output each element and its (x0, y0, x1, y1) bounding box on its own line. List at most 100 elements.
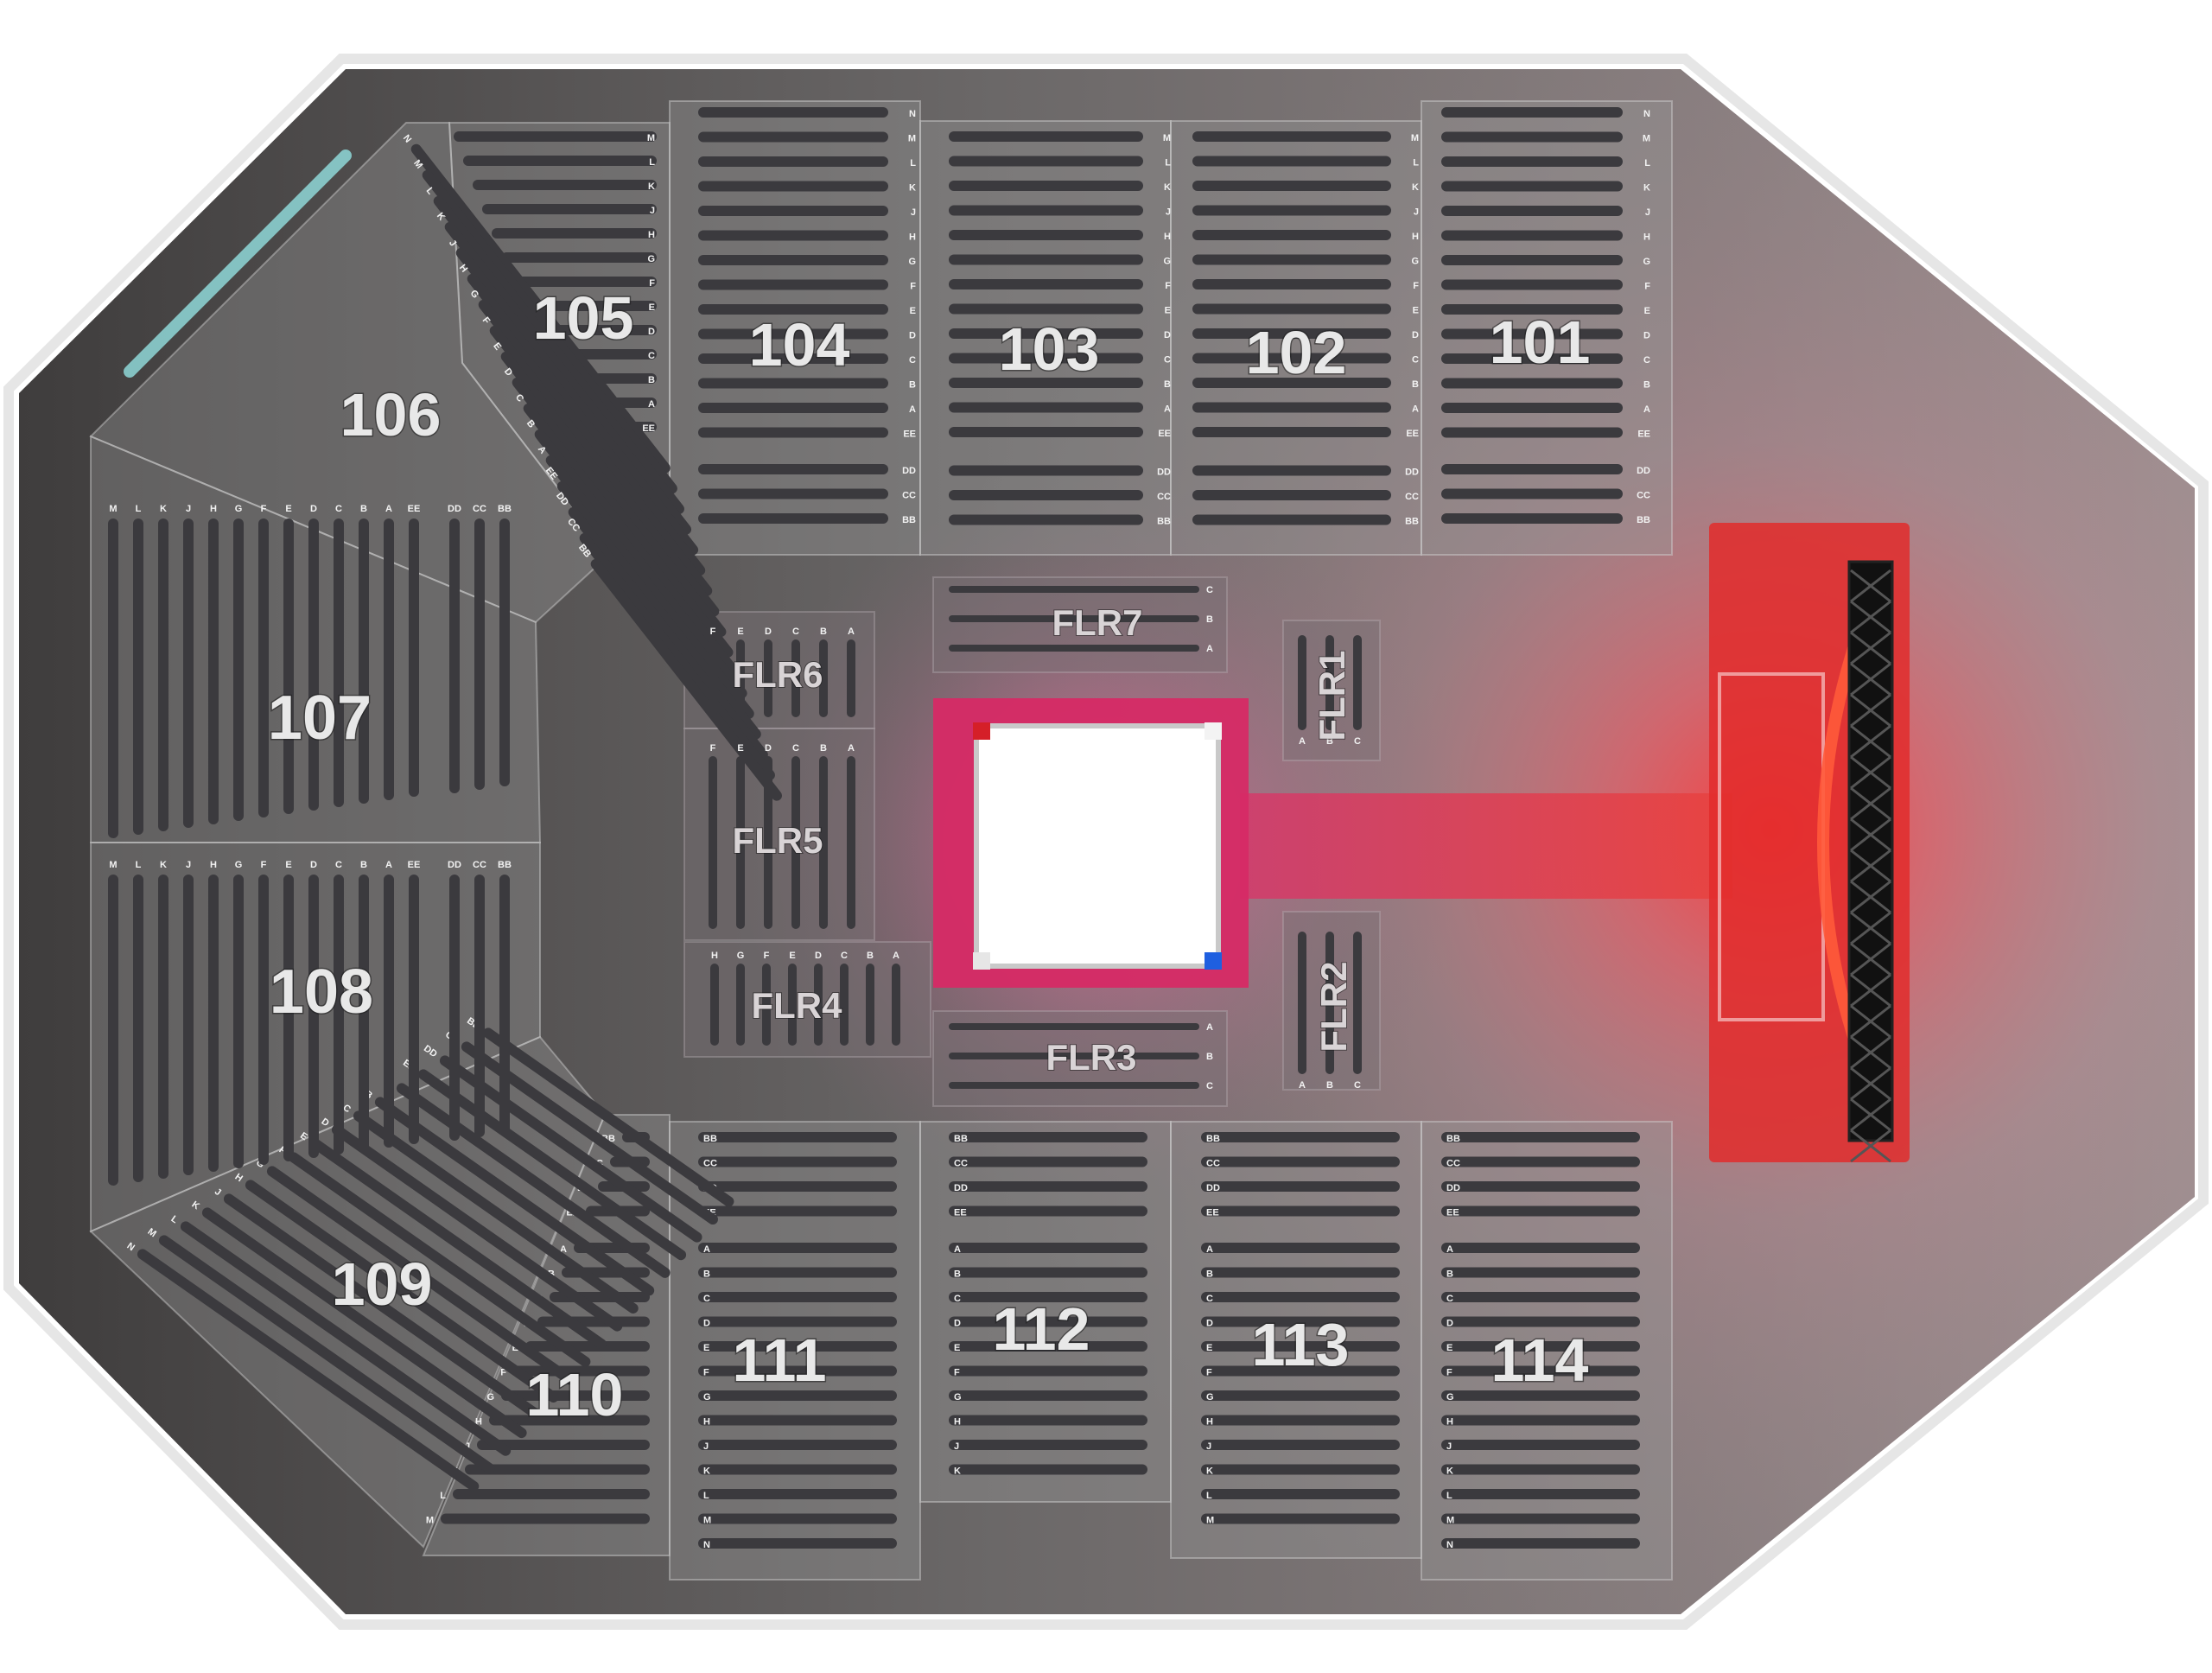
row-flr4-B[interactable] (866, 964, 874, 1046)
row-flr4-G[interactable] (736, 964, 745, 1046)
row-s103-E[interactable] (949, 303, 1143, 315)
row-s107-EE[interactable] (409, 518, 419, 797)
row-s102-G[interactable] (1192, 254, 1391, 265)
row-s101-EE[interactable] (1441, 427, 1623, 438)
row-s106-DD[interactable] (566, 505, 770, 761)
row-s111-CC[interactable] (698, 1156, 897, 1167)
row-s108-E[interactable] (283, 875, 294, 1161)
row-s104-G[interactable] (698, 255, 888, 265)
row-s111-EE[interactable] (698, 1205, 897, 1217)
row-s111-DD[interactable] (698, 1181, 897, 1192)
row-s103-B[interactable] (949, 378, 1143, 388)
row-s107-DD[interactable] (449, 518, 460, 793)
row-s104-C[interactable] (698, 353, 888, 364)
row-s113-J[interactable] (1201, 1440, 1400, 1450)
row-flr2-C[interactable] (1353, 932, 1362, 1074)
row-flr4-F[interactable] (762, 964, 771, 1046)
row-s101-N[interactable] (1441, 107, 1623, 118)
row-s108-L[interactable] (133, 875, 143, 1182)
row-s112-EE[interactable] (949, 1205, 1147, 1217)
row-s109-G[interactable] (265, 1164, 577, 1387)
row-s114-N[interactable] (1441, 1538, 1640, 1549)
row-s112-DD[interactable] (949, 1181, 1147, 1192)
row-s101-F[interactable] (1441, 279, 1623, 290)
row-s106-C[interactable] (521, 401, 742, 680)
row-s105-L[interactable] (463, 156, 657, 166)
row-s111-G[interactable] (698, 1390, 897, 1401)
flr3-label[interactable]: FLR3 (1046, 1036, 1138, 1078)
row-s113-G[interactable] (1201, 1390, 1400, 1401)
row-s103-DD[interactable] (949, 465, 1143, 476)
row-s105-G[interactable] (501, 252, 657, 263)
row-s112-A[interactable] (949, 1243, 1147, 1253)
row-s102-K[interactable] (1192, 181, 1391, 191)
row-s105-M[interactable] (454, 131, 657, 142)
row-s110-J[interactable] (477, 1440, 650, 1450)
row-s114-L[interactable] (1441, 1489, 1640, 1499)
row-s102-EE[interactable] (1192, 427, 1391, 437)
row-s113-C[interactable] (1201, 1292, 1400, 1302)
row-s101-H[interactable] (1441, 230, 1623, 241)
section-111-label[interactable]: 111 (731, 1326, 828, 1396)
row-s104-F[interactable] (698, 279, 888, 290)
row-s110-H[interactable] (489, 1415, 650, 1426)
row-s114-A[interactable] (1441, 1243, 1640, 1253)
row-s101-B[interactable] (1441, 378, 1623, 389)
row-s111-C[interactable] (698, 1292, 897, 1302)
row-s110-K[interactable] (465, 1464, 650, 1475)
row-flr1-B[interactable] (1325, 635, 1334, 730)
row-s114-DD[interactable] (1441, 1181, 1640, 1192)
row-s107-A[interactable] (384, 518, 394, 800)
row-s103-CC[interactable] (949, 490, 1143, 500)
row-s103-D[interactable] (949, 328, 1143, 339)
row-s106-J[interactable] (454, 245, 700, 557)
row-s104-H[interactable] (698, 230, 888, 241)
row-flr2-B[interactable] (1325, 932, 1334, 1074)
row-s108-BB[interactable] (499, 875, 510, 1134)
row-s103-L[interactable] (949, 156, 1143, 167)
row-s104-B[interactable] (698, 378, 888, 389)
row-s103-H[interactable] (949, 230, 1143, 240)
row-s102-F[interactable] (1192, 279, 1391, 289)
row-s112-J[interactable] (949, 1440, 1147, 1450)
row-s102-M[interactable] (1192, 131, 1391, 142)
row-s107-CC[interactable] (474, 518, 485, 790)
row-s112-B[interactable] (949, 1267, 1147, 1278)
row-flr4-E[interactable] (788, 964, 797, 1046)
row-s110-D[interactable] (537, 1316, 650, 1327)
row-flr5-D[interactable] (764, 756, 772, 929)
row-s109-C[interactable] (352, 1109, 641, 1315)
row-s113-E[interactable] (1201, 1341, 1400, 1352)
row-s104-A[interactable] (698, 403, 888, 413)
flr7-label[interactable]: FLR7 (1052, 601, 1144, 644)
row-s111-A[interactable] (698, 1243, 897, 1253)
row-flr5-A[interactable] (847, 756, 855, 929)
row-s107-D[interactable] (308, 518, 319, 811)
row-s102-DD[interactable] (1192, 465, 1391, 476)
row-flr6-F[interactable] (709, 639, 717, 717)
row-s101-E[interactable] (1441, 304, 1623, 315)
flr2-label[interactable]: FLR2 (1313, 961, 1355, 1053)
row-s108-G[interactable] (233, 875, 244, 1168)
row-s109-CC[interactable] (460, 1040, 721, 1226)
row-s107-G[interactable] (233, 518, 244, 821)
row-s113-D[interactable] (1201, 1316, 1400, 1327)
section-105-label[interactable]: 105 (531, 283, 635, 353)
row-s106-CC[interactable] (577, 531, 777, 782)
row-flr7-C[interactable] (949, 586, 1199, 593)
row-s112-F[interactable] (949, 1365, 1147, 1377)
row-s103-A[interactable] (949, 402, 1143, 413)
row-s103-C[interactable] (949, 353, 1143, 364)
row-flr5-B[interactable] (819, 756, 828, 929)
row-s109-EE[interactable] (416, 1067, 689, 1262)
row-s107-L[interactable] (133, 518, 143, 835)
row-s114-H[interactable] (1441, 1415, 1640, 1426)
row-s106-D[interactable] (510, 375, 735, 659)
row-s112-G[interactable] (949, 1390, 1147, 1401)
row-flr4-C[interactable] (840, 964, 849, 1046)
row-s101-C[interactable] (1441, 353, 1623, 364)
flr6-label[interactable]: FLR6 (732, 653, 824, 696)
row-s114-M[interactable] (1441, 1513, 1640, 1524)
row-s113-CC[interactable] (1201, 1156, 1400, 1167)
row-s111-D[interactable] (698, 1316, 897, 1327)
